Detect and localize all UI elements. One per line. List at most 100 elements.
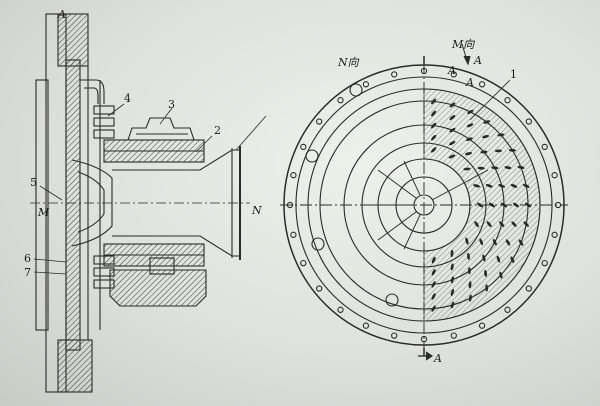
perforation-slot: [431, 269, 436, 276]
perforation-slot: [474, 221, 479, 228]
access-hole-2: [311, 237, 325, 251]
perforation-slot: [449, 127, 456, 133]
perforation-slot: [485, 284, 489, 292]
impeller-shroud: [71, 159, 113, 247]
perforation-slot: [465, 137, 473, 142]
bolt-hole: [420, 335, 428, 343]
label-7: 7: [24, 266, 31, 279]
perforation-slot: [450, 263, 454, 271]
perforation-slot: [431, 134, 437, 141]
perforation-slot: [482, 135, 490, 139]
bolt-hole: [316, 118, 323, 125]
perforation-slot: [450, 249, 454, 258]
access-hole-4: [385, 293, 399, 307]
label-2: 2: [214, 124, 221, 137]
perforation-slot: [431, 110, 437, 117]
perforation-slot: [463, 167, 471, 171]
base-hub: [149, 257, 175, 275]
leader-1: [469, 79, 511, 121]
bolt-hole: [504, 306, 511, 313]
perforation-slot: [467, 109, 474, 115]
perforation-slot: [499, 221, 505, 227]
bolt-hole: [286, 201, 294, 209]
perforation-slot: [505, 239, 511, 246]
perforation-slot: [468, 281, 472, 289]
bolt-hole: [362, 81, 370, 88]
perforation-slot: [500, 202, 508, 208]
perforation-slot: [523, 221, 529, 227]
perforation-slot: [497, 133, 505, 137]
perforation-slot: [508, 148, 516, 152]
perforation-slot: [473, 184, 481, 188]
label-n-view: N向: [337, 56, 360, 69]
perforation-slot: [499, 271, 503, 279]
bolt-hole: [316, 285, 323, 292]
bolt-hole: [362, 322, 370, 329]
bolt-hole: [391, 332, 398, 339]
top-guard-3: [127, 117, 195, 141]
perforation-slot: [466, 123, 474, 128]
support-base: [109, 269, 207, 307]
perforation-slot: [488, 202, 496, 208]
perforation-slot: [449, 102, 456, 108]
perforation-slot: [483, 120, 491, 124]
perforation-slot: [491, 166, 499, 170]
bolt-hole: [478, 81, 486, 88]
label-a-top-2: A: [447, 64, 456, 77]
perforation-slot: [511, 221, 517, 227]
label-n-mid: N: [251, 204, 262, 217]
perforation-slot: [468, 294, 472, 302]
perforation-slot: [450, 301, 455, 309]
perforation-slot: [479, 238, 484, 246]
perforation-slot: [496, 255, 501, 263]
perforation-slot: [482, 254, 486, 262]
bolt-hole: [391, 71, 398, 78]
perforation-slot: [494, 149, 502, 153]
bolt-hole: [551, 172, 558, 179]
perforation-slot: [486, 221, 492, 228]
perforation-slot: [477, 166, 485, 170]
bolt-hole: [290, 172, 297, 179]
inlet-pipe-lower: [112, 235, 240, 257]
top-cap-section: [57, 13, 89, 67]
perforation-slot: [522, 183, 530, 188]
spokes: [366, 160, 489, 250]
bolt-hole: [300, 143, 307, 151]
bolt-hole: [420, 67, 428, 75]
access-hole-3: [349, 83, 363, 97]
bolt-hole: [554, 201, 562, 209]
bolt-hole: [450, 71, 457, 78]
bolt-hole: [504, 97, 511, 104]
label-a-top-left: A: [57, 8, 66, 21]
perforation-slot: [431, 305, 436, 312]
bolt-hole: [478, 322, 486, 329]
label-m-left: M: [37, 206, 50, 219]
perforation-slot: [465, 237, 469, 245]
label-m-view: M向: [451, 38, 475, 51]
bolt-hole: [300, 259, 307, 267]
bolt-hole: [525, 285, 532, 292]
bolt-holes: [286, 67, 562, 343]
perforation-slot: [464, 151, 473, 156]
bolt-hole: [450, 332, 457, 339]
perforation-slot: [498, 184, 506, 188]
perforation-slot: [449, 140, 456, 146]
perforation-slot: [449, 115, 456, 120]
bolt-hole: [337, 306, 344, 313]
perforation-slot: [480, 150, 488, 154]
access-hole-1: [305, 149, 319, 163]
inner-shell-section: [65, 59, 81, 351]
label-a-top-3: A: [465, 76, 474, 89]
section-view: [30, 13, 250, 393]
label-a-top-1: A: [473, 54, 482, 67]
label-3: 3: [168, 98, 175, 111]
perforation-slot: [467, 267, 471, 275]
perforation-slot: [517, 165, 525, 170]
perforation-slot: [510, 256, 515, 264]
perforation-slot: [518, 239, 524, 246]
bolt-hole: [541, 143, 548, 151]
perforation-slot: [430, 147, 437, 153]
perforation-slot: [467, 252, 470, 260]
